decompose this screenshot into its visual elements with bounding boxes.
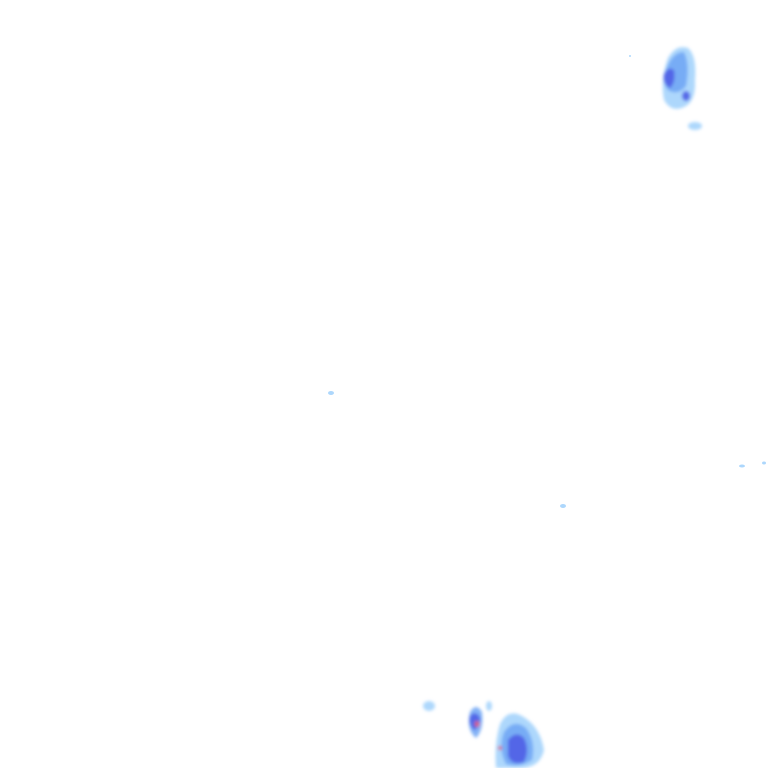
echo-cell-south [423,701,544,768]
echo-specks [328,55,766,508]
echo-cell-northeast [662,47,702,130]
